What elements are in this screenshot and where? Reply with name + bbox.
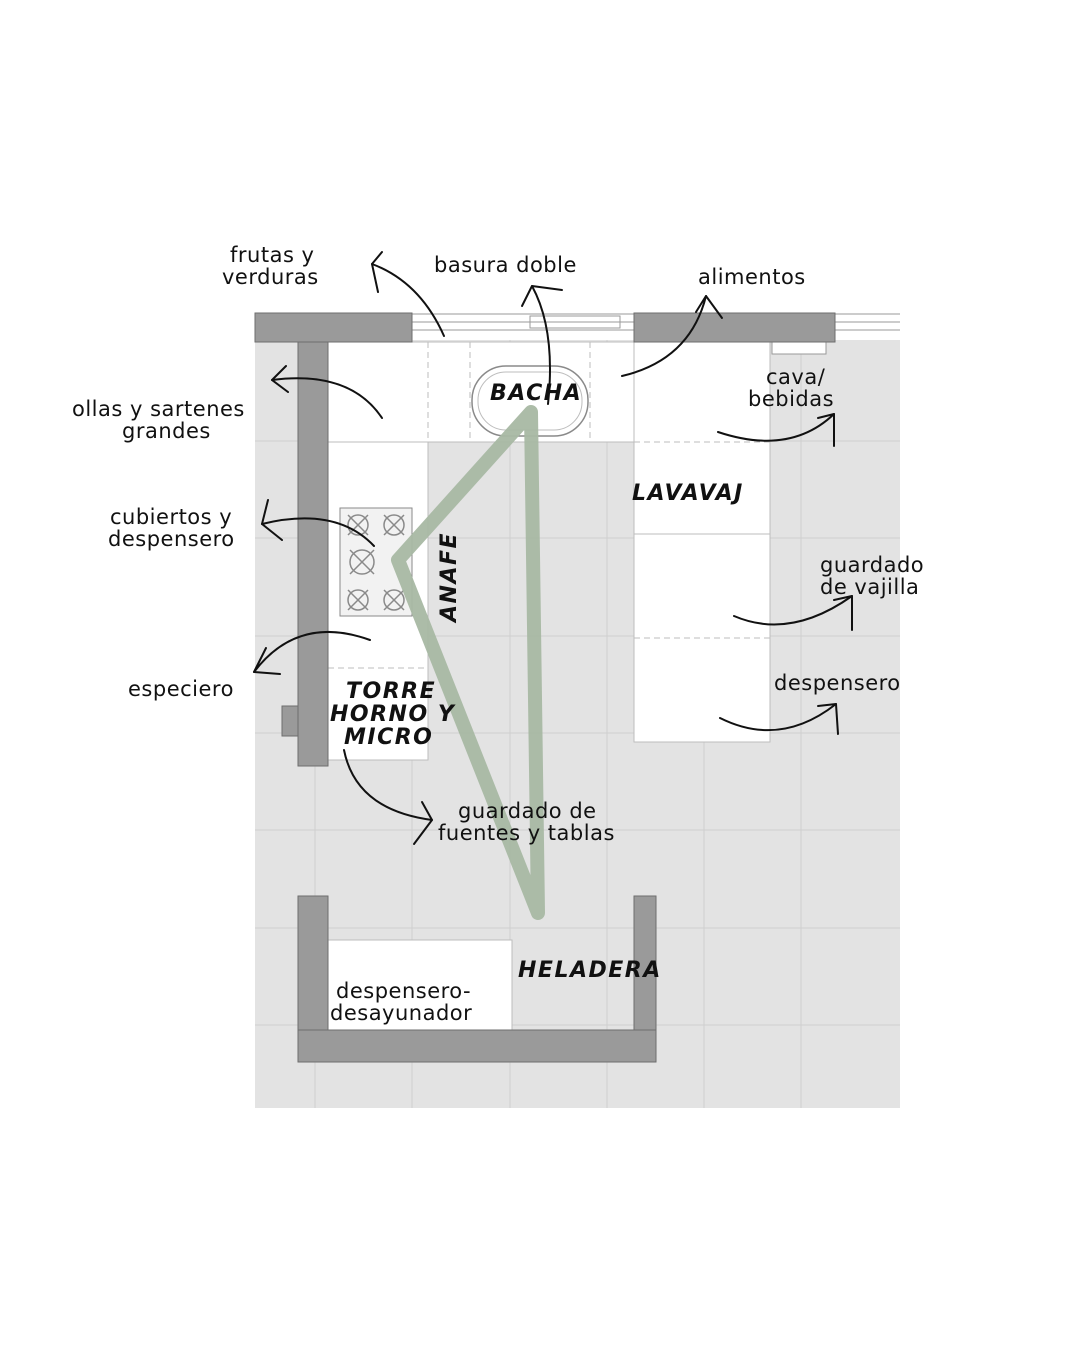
annotation-arrows [253,251,853,845]
label-fuentes-line2: fuentes y tablas [438,821,615,845]
label-despensero: despensero [774,671,901,695]
arrow-especiero [253,631,371,673]
label-cubiertos-line1: cubiertos y [110,505,232,529]
label-cubiertos-line2: despensero [108,527,235,551]
arrow-cava [717,413,835,442]
zone-torre-line2: HORNO Y [330,702,456,727]
label-basura: basura doble [434,253,577,277]
pantry-breakfast-block [327,939,513,1031]
arrow-frutas [371,263,445,337]
burner-icon [347,514,405,611]
walls [254,312,836,1063]
zone-torre-line1: TORRE [346,679,436,704]
label-frutas-line2: verduras [222,265,319,289]
label-fuentes-line1: guardado de [458,799,597,823]
arrow-despensero [719,703,837,732]
zone-lavavaj: LAVAVAJ [632,481,744,506]
arrow-alimentos [621,295,707,377]
zone-torre-line3: MICRO [344,725,433,750]
label-ollas-line2: grandes [122,419,211,443]
label-desayunador-line1: despensero- [336,979,471,1003]
counter-right [633,341,771,743]
label-especiero: especiero [128,677,234,701]
label-frutas-line1: frutas y [230,243,314,267]
counters [327,341,771,761]
label-ollas-line1: ollas y sartenes [72,397,245,421]
zone-anafe: ANAFE [437,532,462,624]
work-triangle [391,405,545,920]
arrow-cubiertos [261,517,375,547]
top-windows [255,268,900,355]
zone-bacha: BACHA [490,381,582,406]
zone-heladera: HELADERA [518,958,662,983]
arrow-ollas [271,377,383,419]
arrow-vajilla [733,595,853,626]
arrow-fuentes [343,749,433,821]
arrow-basura [531,285,551,405]
label-vajilla-line2: de vajilla [820,575,919,599]
label-vajilla-line1: guardado [820,553,924,577]
label-cava-line2: bebidas [748,387,834,411]
label-cava-line1: cava/ [766,365,826,389]
label-desayunador-line2: desayunador [330,1001,472,1025]
label-alimentos: alimentos [698,265,806,289]
